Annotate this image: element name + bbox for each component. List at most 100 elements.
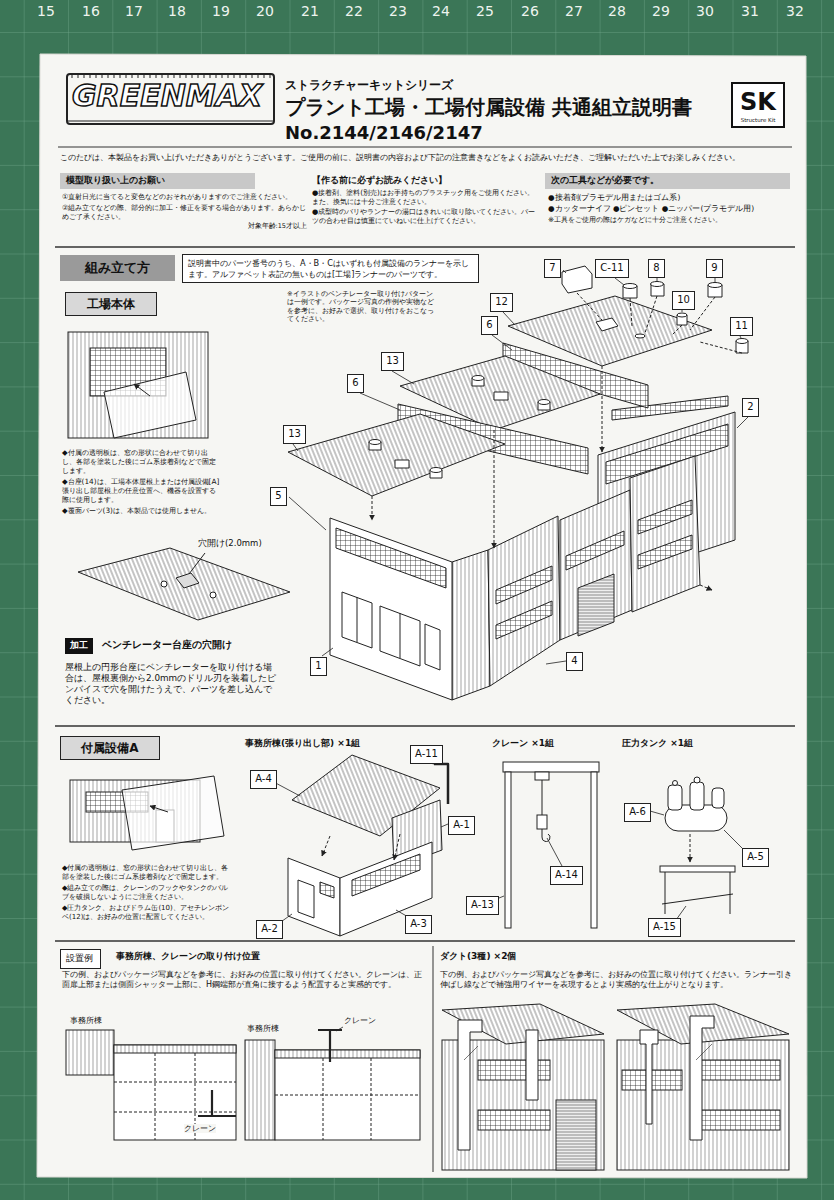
node-text: 10 <box>677 294 690 307</box>
node-text: 工場本体 <box>87 297 135 312</box>
section-heading: 組み立て方 <box>60 255 175 281</box>
paper-sheet <box>37 54 807 1178</box>
placement-plan-part <box>275 1050 420 1140</box>
dimension-label: 穴開け(2.0mm) <box>198 538 262 549</box>
node-text: 加工 <box>70 640 88 651</box>
duct-example-part <box>617 1040 789 1170</box>
factory-illustration-part-part <box>657 278 658 281</box>
plan-label: クレーン <box>344 1016 376 1025</box>
part-group-title: 事務所棟(張り出し部) ×1組 <box>245 738 360 749</box>
title-text: プラント工場・工場付属設備 共通組立説明書 <box>285 95 692 120</box>
note-box: 説明書中のパーツ番号のうち、A・B・Cはいずれも付属設備のランナーを示します。ア… <box>182 254 479 283</box>
part-callout: A-14 <box>550 866 583 885</box>
window-inset-part <box>134 384 150 396</box>
tank-illustration-part <box>668 785 682 810</box>
factory-illustration-part-part <box>615 278 624 285</box>
factory-illustration-part <box>380 606 420 666</box>
factory-illustration <box>288 266 748 700</box>
part-callout: 8 <box>648 259 665 278</box>
roof-drilling-part <box>161 581 167 587</box>
factory-illustration-part <box>560 490 632 640</box>
node-text: 5 <box>275 490 281 503</box>
node-text: 13 <box>288 428 301 441</box>
placement-plan-part-part <box>114 1082 236 1083</box>
ruler-number: 26 <box>521 3 539 21</box>
part-callout: A-1 <box>448 816 475 835</box>
node-text: 6 <box>352 377 358 390</box>
placement-plan-part <box>336 1027 343 1031</box>
crane-illustration-part <box>535 772 549 780</box>
node-text: 7 <box>549 262 555 275</box>
placement-plan-part-part <box>114 1112 236 1113</box>
ruler-number: 29 <box>652 3 670 21</box>
factory-illustration-part <box>638 535 692 569</box>
factory-illustration-part-part <box>700 585 712 590</box>
kit-badge: SKStructure Kit <box>731 82 785 128</box>
rule-lines-part <box>55 725 795 727</box>
office-illustration-part <box>288 858 340 936</box>
brand-logo: GREENMAX <box>72 81 262 111</box>
assembly-note: ◆圧力タンク、およびドラム缶(10)、アセチレンボンベ(12)は、お好みの位置に… <box>62 904 232 922</box>
part-callout: A-6 <box>624 803 651 822</box>
office-illustration-part <box>320 882 334 898</box>
tank-illustration-part-part <box>650 811 664 815</box>
node-subtext: Structure Kit <box>741 117 776 123</box>
factory-illustration-part-part <box>700 342 742 353</box>
node-text: 設置例 <box>66 953 93 964</box>
duct-example-part <box>478 1110 550 1130</box>
notice-text: ●成型時のバリやランナーの湯口はきれいに取り除いてください。パーツの合わせ目は慎… <box>312 207 538 225</box>
tank-illustration-part <box>660 866 735 872</box>
factory-illustration-part-part <box>708 283 722 288</box>
node-text: A-15 <box>653 921 676 934</box>
part-callout: 13 <box>283 425 306 444</box>
accessory-inset <box>70 776 224 850</box>
crane-illustration-part <box>542 780 543 815</box>
tank-illustration-part <box>650 811 744 920</box>
series-name: ストラクチャーキットシリーズ <box>285 78 453 93</box>
factory-illustration-part-part <box>395 460 409 468</box>
node-text: 1 <box>315 660 321 673</box>
node-text: 2 <box>747 401 753 414</box>
caution-note: ②組み立てなどの際、部分的に加工・修正を要する場合があります。あらかじめご了承く… <box>62 203 307 221</box>
crane-illustration-part <box>591 772 597 928</box>
part-callout: A-15 <box>648 918 681 937</box>
duct-example-part <box>556 1100 596 1170</box>
factory-illustration-part <box>330 518 452 700</box>
caution-note: ①直射日光に当てると変色などのおそれがありますのでご注意ください。 <box>62 192 307 201</box>
factory-illustration-part <box>488 516 560 686</box>
assembly-note: ◆組み立ての際は、クレーンのフックやタンクのバルブを破損しないようにご注意くださ… <box>62 884 232 902</box>
part-callout: 9 <box>706 259 723 278</box>
placement-plan <box>66 1027 420 1140</box>
tank-illustration-part <box>712 788 724 808</box>
plan-label: 事務所棟 <box>70 1016 102 1025</box>
part-callout: 6 <box>481 316 498 335</box>
part-callout: 12 <box>490 293 513 312</box>
factory-illustration-part-part <box>563 270 566 273</box>
factory-illustration-part <box>630 456 700 612</box>
product-number: No.2144/2146/2147 <box>285 122 483 145</box>
section-subtitle: ダクト(3種) ×2個 <box>440 951 516 962</box>
factory-illustration-part-part <box>645 296 657 333</box>
tank-illustration-part <box>690 782 704 810</box>
section-tag: 設置例 <box>60 949 101 969</box>
ruler-number: 23 <box>389 3 407 21</box>
ruler-number: 15 <box>37 3 55 21</box>
placement-plan-part <box>114 1045 236 1053</box>
node-text: A-3 <box>410 918 427 931</box>
factory-illustration-part-part <box>623 284 637 289</box>
tank-illustration-part <box>694 777 700 783</box>
rule-lines-part <box>55 940 795 942</box>
part-callout: 5 <box>270 487 287 506</box>
node-text: A-5 <box>747 851 764 864</box>
assembly-note: ◆付属の透明板は、窓の形状に合わせて切り出し、各部を塗装した後にゴム系接着剤など… <box>62 864 232 882</box>
office-illustration-part <box>298 880 314 918</box>
factory-illustration-part <box>288 414 505 496</box>
crane-illustration-part <box>503 762 599 772</box>
node-text: 模型取り扱い上のお願い <box>66 175 165 186</box>
tank-illustration-part <box>673 781 678 786</box>
part-callout: C-11 <box>595 259 629 278</box>
node-text: A-2 <box>261 923 278 936</box>
tank-illustration <box>650 777 744 920</box>
office-illustration-part-part <box>322 836 330 856</box>
rule-lines-part <box>58 147 792 148</box>
